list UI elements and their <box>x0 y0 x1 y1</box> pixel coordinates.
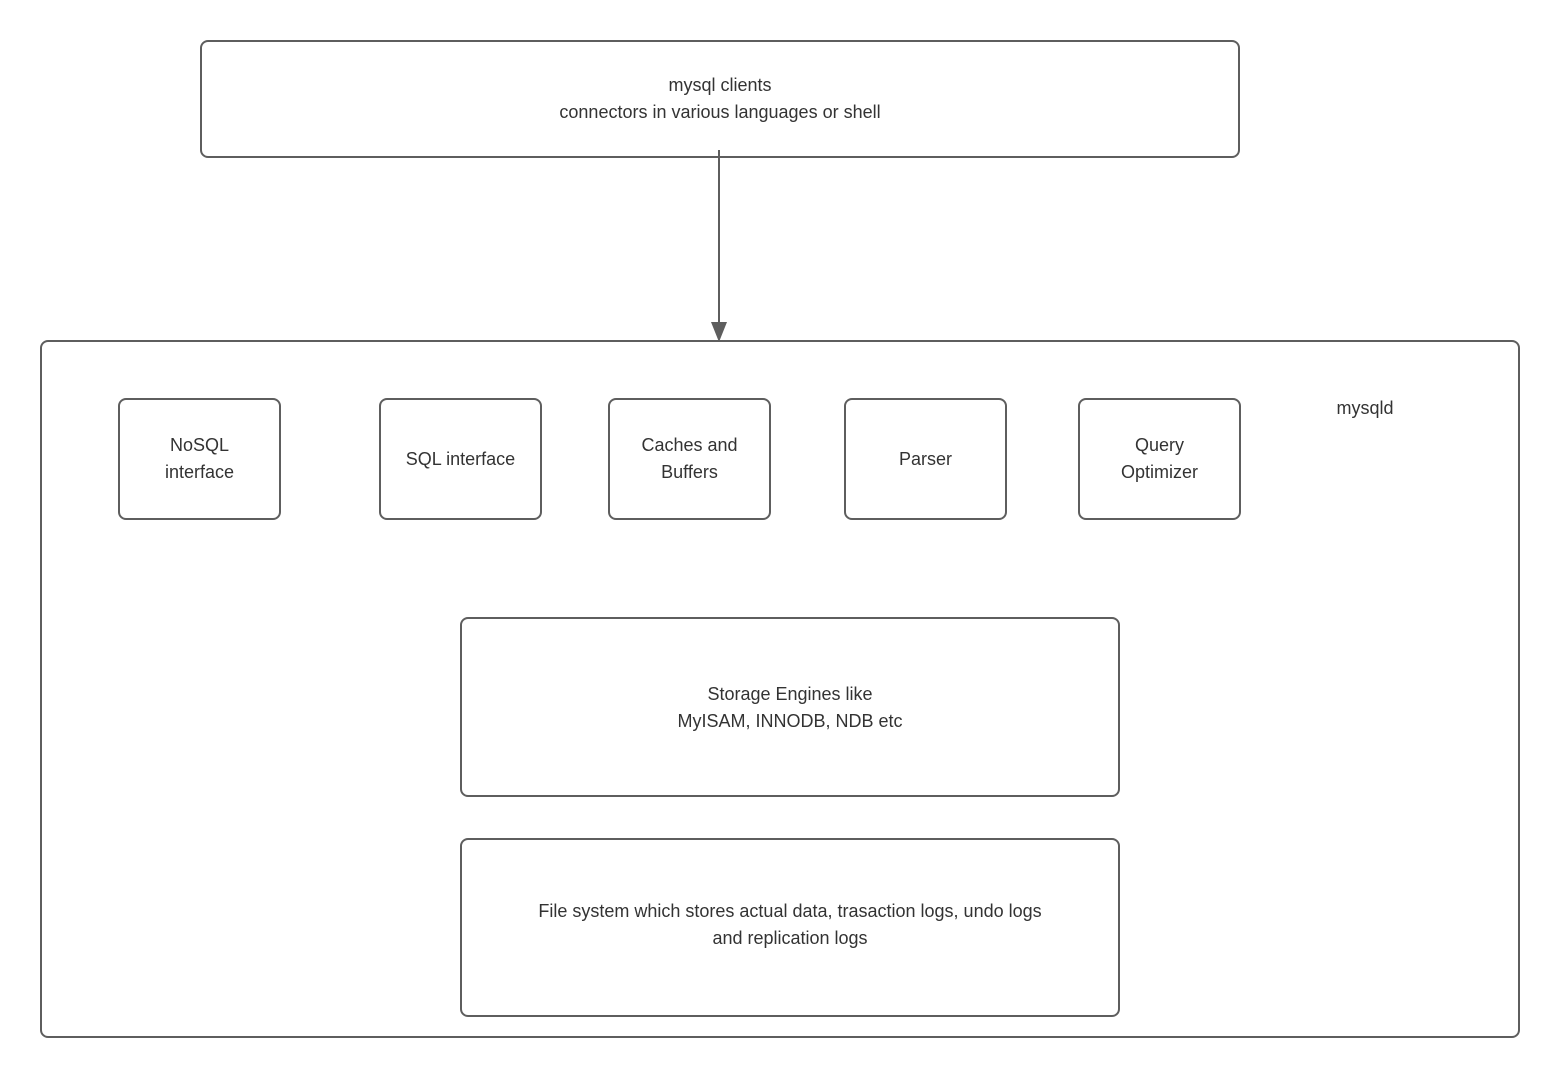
file-system-box[interactable]: File system which stores actual data, tr… <box>460 838 1120 1017</box>
file-system-label: File system which stores actual data, tr… <box>538 901 1042 948</box>
clients-to-mysqld-arrow <box>711 150 727 342</box>
caches-and-buffers-box[interactable]: Caches and Buffers <box>608 398 771 520</box>
query-optimizer-box[interactable]: Query Optimizer <box>1078 398 1241 520</box>
caches-and-buffers-label: Caches and Buffers <box>641 435 738 482</box>
query-optimizer-label: Query Optimizer <box>1120 435 1198 482</box>
parser-label: Parser <box>898 448 952 469</box>
nosql-interface-label: NoSQL interface <box>164 435 235 482</box>
mysqld-caption-label: mysqld <box>1336 398 1394 418</box>
arrow-head <box>711 322 727 342</box>
parser-box[interactable]: Parser <box>844 398 1007 520</box>
storage-engines-label: Storage Engines like MyISAM, INNODB, NDB… <box>677 684 903 731</box>
storage-engines-box[interactable]: Storage Engines like MyISAM, INNODB, NDB… <box>460 617 1120 797</box>
mysql-clients-box[interactable]: mysql clients connectors in various lang… <box>200 40 1240 158</box>
sql-interface-box[interactable]: SQL interface <box>379 398 542 520</box>
mysql-clients-label: mysql clients connectors in various lang… <box>559 75 881 122</box>
sql-interface-label: SQL interface <box>405 448 516 469</box>
nosql-interface-box[interactable]: NoSQL interface <box>118 398 281 520</box>
